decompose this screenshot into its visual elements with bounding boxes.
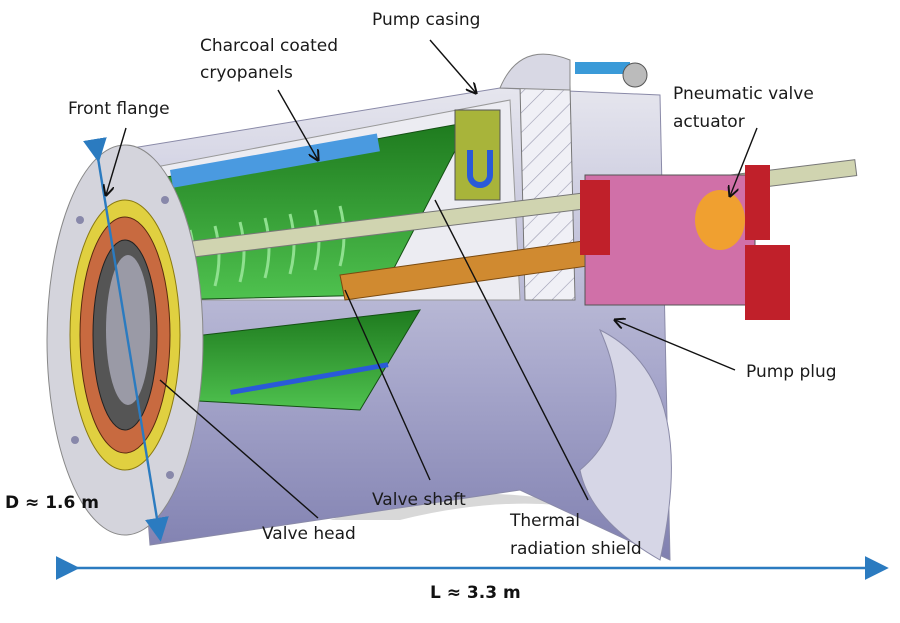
top-port-valve (622, 62, 648, 88)
leader-valve-head (159, 379, 319, 519)
leader-charcoal (277, 89, 318, 160)
label-valve-shaft: Valve shaft (372, 490, 466, 510)
top-port-pipe (575, 62, 630, 74)
leader-pneumatic (730, 127, 758, 196)
label-thermal-line1: Thermal (510, 511, 581, 531)
label-thermal-line2: radiation shield (510, 539, 642, 559)
leader-pump-casing (429, 39, 476, 93)
label-charcoal-cryopanels-line1: Charcoal coated (200, 36, 339, 56)
label-pump-casing: Pump casing (372, 10, 481, 30)
label-charcoal-cryopanels-line2: cryopanels (200, 63, 293, 83)
dimension-diameter: D ≈ 1.6 m (5, 493, 99, 513)
cryo-pipe-top (169, 133, 380, 188)
label-pump-plug: Pump plug (746, 362, 837, 382)
leader-pump-plug (615, 320, 736, 371)
leader-valve-shaft (344, 289, 431, 481)
leader-thermal (434, 199, 589, 501)
label-valve-head: Valve head (262, 524, 356, 544)
rear-flange (579, 328, 672, 561)
leader-front-flange (106, 127, 127, 195)
label-pneumatic-line2: actuator (673, 112, 745, 132)
cryo-pipe-bottom (229, 362, 389, 395)
rear-flange-top (499, 53, 571, 91)
label-front-flange: Front flange (68, 99, 170, 119)
dimension-length: L ≈ 3.3 m (430, 583, 521, 603)
diameter-arrow (83, 137, 169, 542)
label-pneumatic-line1: Pneumatic valve (673, 84, 814, 104)
